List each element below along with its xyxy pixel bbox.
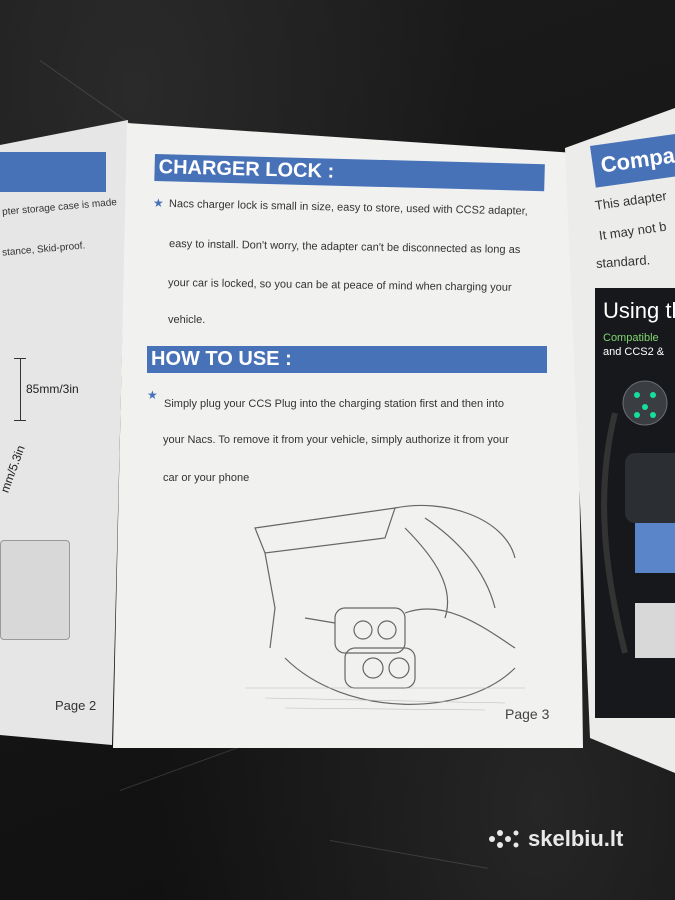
connector-photo bbox=[601, 380, 675, 658]
dimension-height-label: 85mm/3in bbox=[26, 382, 79, 396]
charger-lock-text: vehicle. bbox=[168, 314, 206, 326]
charger-lock-text: your car is locked, so you can be at pea… bbox=[167, 277, 512, 294]
card-subtitle: Compatible bbox=[603, 332, 659, 344]
charger-lock-text: Nacs charger lock is small in size, easy… bbox=[168, 198, 528, 218]
comparison-text: standard. bbox=[595, 252, 651, 271]
storage-case-sketch bbox=[0, 540, 70, 640]
charger-lock-text: easy to install. Don't worry, the adapte… bbox=[168, 238, 521, 257]
page2-text: pter storage case is made bbox=[1, 197, 118, 218]
star-bullet-icon: ★ bbox=[147, 388, 158, 402]
how-to-use-text: car or your phone bbox=[163, 472, 250, 484]
comparison-heading: Compa bbox=[590, 132, 675, 188]
dimension-tick bbox=[14, 358, 26, 359]
comparison-text: This adapter bbox=[593, 188, 668, 213]
brochure-page-2: pter storage case is made stance, Skid-p… bbox=[0, 120, 128, 745]
dimension-tick bbox=[14, 420, 26, 421]
dimension-line bbox=[20, 358, 21, 420]
watermark-dots-icon bbox=[489, 830, 519, 848]
section-header-bar bbox=[0, 152, 106, 192]
card-title: Using th bbox=[603, 298, 675, 323]
brochure-page-4: Compa This adapter It may not b standard… bbox=[565, 108, 675, 773]
card-subtitle: and CCS2 & bbox=[603, 346, 665, 358]
charger-lock-heading: CHARGER LOCK : bbox=[154, 154, 545, 192]
how-to-use-text: Simply plug your CCS Plug into the charg… bbox=[164, 398, 504, 410]
dimension-length-label: mm/5.3in bbox=[0, 443, 28, 495]
watermark-text: skelbiu.lt bbox=[528, 826, 624, 851]
how-to-use-heading: HOW TO USE : bbox=[147, 346, 547, 373]
star-bullet-icon: ★ bbox=[153, 196, 164, 210]
product-card: Using th Compatible and CCS2 & bbox=[595, 288, 675, 718]
brochure-page-3: CHARGER LOCK : ★ Nacs charger lock is sm… bbox=[113, 123, 583, 748]
watermark: skelbiu.lt bbox=[488, 826, 623, 852]
comparison-text: It may not b bbox=[597, 218, 668, 243]
page2-text: stance, Skid-proof. bbox=[1, 240, 86, 259]
page-number: Page 2 bbox=[55, 698, 97, 713]
adapter-illustration bbox=[245, 504, 525, 711]
how-to-use-text: your Nacs. To remove it from your vehicl… bbox=[163, 434, 509, 446]
page-number: Page 3 bbox=[505, 706, 550, 722]
